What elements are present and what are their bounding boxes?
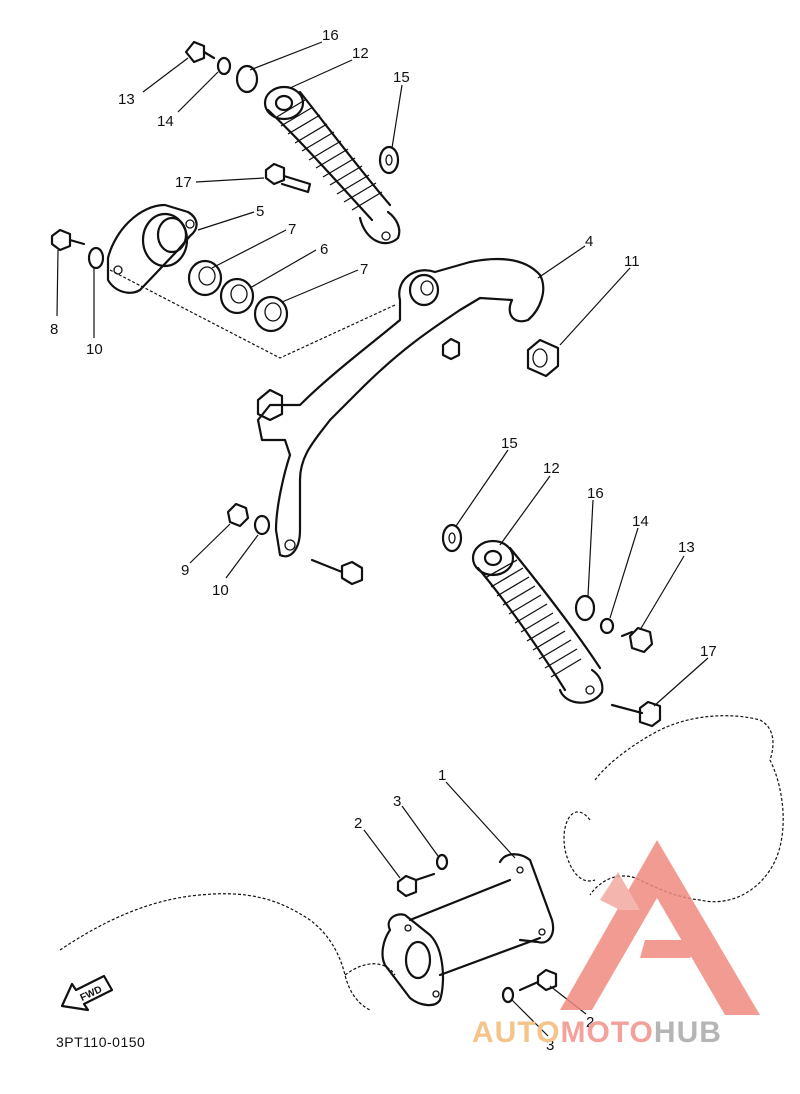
watermark-moto: MOTO xyxy=(560,1016,653,1049)
callout-13-lower: 13 xyxy=(678,539,695,556)
callout-7-a: 7 xyxy=(288,221,296,238)
callout-labels: 16 12 15 13 14 17 5 7 6 7 4 11 8 10 9 10… xyxy=(50,27,717,1054)
bolt-2-b xyxy=(518,968,558,992)
washer-10-upper xyxy=(87,246,105,270)
swing-arm-4 xyxy=(109,257,545,558)
washer-15-upper xyxy=(378,145,400,175)
callout-8: 8 xyxy=(50,321,58,338)
callout-7-b: 7 xyxy=(360,261,368,278)
watermark-logo xyxy=(560,840,760,1015)
callout-10-upper: 10 xyxy=(86,341,103,358)
watermark-wordmark: AUTOMOTOHUB xyxy=(472,1016,722,1049)
callout-14-lower: 14 xyxy=(632,513,649,530)
lower-shock-absorber xyxy=(471,539,604,704)
washer-16-lower xyxy=(574,594,596,622)
callout-3-lower: 3 xyxy=(546,1037,554,1054)
callout-16-lower: 16 xyxy=(587,485,604,502)
callout-6: 6 xyxy=(320,241,328,258)
callout-9: 9 xyxy=(181,562,189,579)
leader-lines xyxy=(56,41,709,1037)
washer-16-upper xyxy=(235,64,259,94)
callout-5: 5 xyxy=(256,203,264,220)
washer-3-a xyxy=(435,853,449,871)
bearing-7-a xyxy=(187,259,223,297)
callout-13-upper: 13 xyxy=(118,91,135,108)
watermark-hub: HUB xyxy=(654,1016,722,1049)
callout-2-lower: 2 xyxy=(586,1014,594,1031)
callout-11: 11 xyxy=(624,253,640,270)
nut-9 xyxy=(226,502,250,528)
washer-10-lower xyxy=(253,514,271,536)
callout-12-lower: 12 xyxy=(543,460,560,477)
callout-17-lower: 17 xyxy=(700,643,717,660)
bearing-7-b xyxy=(253,295,289,333)
lower-bolt-17 xyxy=(610,700,662,728)
engine-bracket-1 xyxy=(381,853,555,1007)
callout-16-upper: 16 xyxy=(322,27,339,44)
upper-bolt-13 xyxy=(184,40,216,64)
engine-case-outline xyxy=(59,715,784,1011)
callout-1: 1 xyxy=(438,767,446,784)
bolt-8 xyxy=(50,228,86,252)
callout-12-upper: 12 xyxy=(352,45,369,62)
callout-15-upper: 15 xyxy=(393,69,410,86)
upper-bolt-17 xyxy=(264,162,312,194)
callout-3-upper: 3 xyxy=(393,793,401,810)
callout-17-upper: 17 xyxy=(175,174,192,191)
watermark-triangle-icon xyxy=(560,840,760,1015)
forward-arrow-icon: FWD xyxy=(60,974,114,1012)
washer-3-b xyxy=(501,986,515,1004)
catalog-code: 3PT110-0150 xyxy=(56,1034,145,1050)
callout-2-upper: 2 xyxy=(354,815,362,832)
washer-15-lower xyxy=(441,523,463,553)
lower-bolt-13 xyxy=(620,626,654,654)
svg-text:AUTOMOTOHUB: AUTOMOTOHUB xyxy=(472,1016,722,1049)
callout-4: 4 xyxy=(585,233,593,250)
callout-14-upper: 14 xyxy=(157,113,174,130)
upper-shock-absorber xyxy=(263,85,401,245)
collar-11 xyxy=(526,338,560,378)
bracket-5 xyxy=(106,203,198,294)
callout-15-lower: 15 xyxy=(501,435,518,452)
watermark-auto: AUTO xyxy=(472,1016,560,1049)
arm-pivot-bolt xyxy=(310,558,364,586)
spacer-6 xyxy=(219,277,255,315)
washer-14-upper xyxy=(216,56,232,76)
washer-14-lower xyxy=(599,617,615,635)
callout-10-lower: 10 xyxy=(212,582,229,599)
bolt-2-a xyxy=(396,872,436,898)
